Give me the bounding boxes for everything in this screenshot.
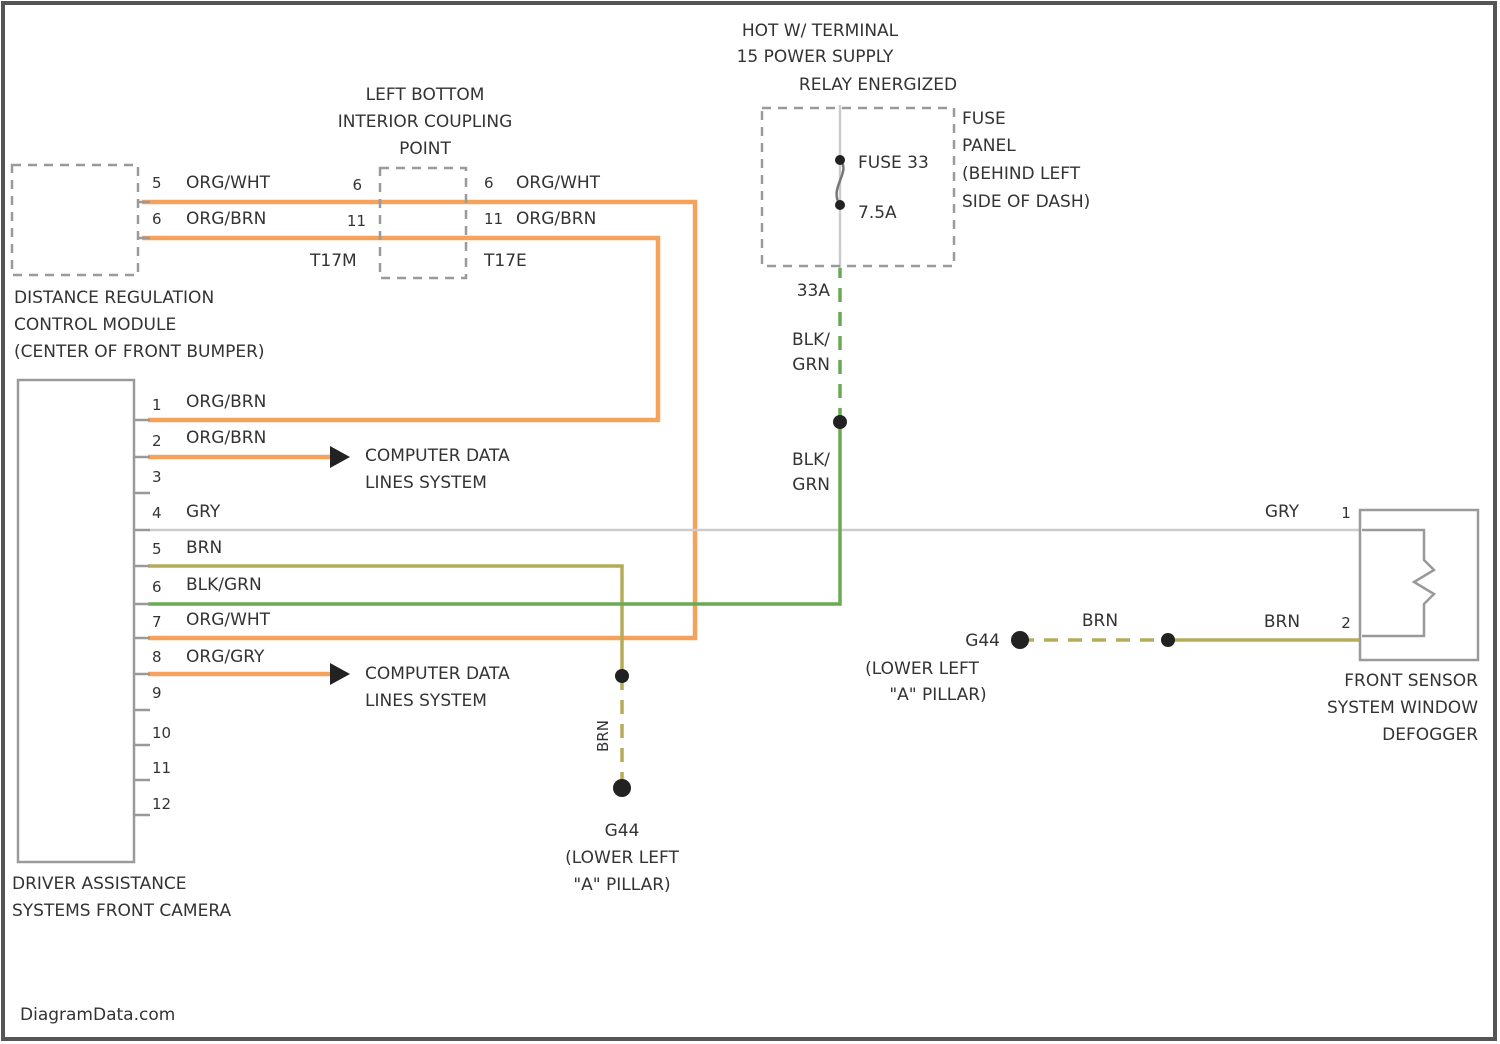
coupling-label-1: LEFT BOTTOM	[366, 85, 485, 105]
camera-wire-2: ORG/BRN	[186, 428, 266, 448]
camera-pin-9: 9	[152, 684, 162, 702]
hot-label-3: RELAY ENERGIZED	[799, 75, 957, 95]
distance-pin-6: 6	[152, 210, 162, 228]
ground-defog-point	[1011, 631, 1029, 649]
distance-module-box	[12, 165, 138, 275]
ground-camera-point	[613, 779, 631, 797]
defogger-wire-gry: GRY	[1265, 502, 1300, 522]
defogger-label-1: FRONT SENSOR	[1344, 671, 1478, 691]
fuse-panel-box	[762, 108, 954, 266]
coupling-box-left	[380, 168, 466, 278]
camera-pin-1: 1	[152, 396, 162, 414]
data-lines-1a: COMPUTER DATA	[365, 446, 510, 466]
defogger-label-2: SYSTEM WINDOW	[1327, 698, 1478, 718]
coupling-right-pin-11: 11	[484, 210, 503, 228]
fuse-panel-label-2: PANEL	[962, 136, 1016, 156]
data-lines-2a: COMPUTER DATA	[365, 664, 510, 684]
ground-defog-name: G44	[965, 631, 1000, 651]
hot-label-1: HOT W/ TERMINAL	[742, 21, 899, 41]
connector-left-id: T17M	[309, 251, 357, 271]
distance-wire-5: ORG/WHT	[186, 173, 271, 193]
camera-pin-3: 3	[152, 468, 162, 486]
camera-wire-8: ORG/GRY	[186, 647, 265, 667]
fuse-terminal: 33A	[797, 281, 831, 301]
data-lines-1b: LINES SYSTEM	[365, 473, 487, 493]
connector-right-id: T17E	[483, 251, 527, 271]
defog-mid-wire: BRN	[1082, 611, 1118, 631]
power-wire-1b: GRN	[792, 355, 830, 375]
fuse-name: FUSE 33	[858, 153, 929, 173]
distance-module-label-2: CONTROL MODULE	[14, 315, 176, 335]
defogger-wire-brn: BRN	[1264, 612, 1300, 632]
camera-pin-4: 4	[152, 504, 162, 522]
camera-pin-8: 8	[152, 648, 162, 666]
distance-wire-6: ORG/BRN	[186, 209, 266, 229]
power-wire-2b: GRN	[792, 475, 830, 495]
data-lines-arrow-2	[330, 663, 350, 685]
ground-camera-loc-2: "A" PILLAR)	[573, 875, 670, 895]
camera-wire-5: BRN	[186, 538, 222, 558]
fuse-panel-label-1: FUSE	[962, 109, 1006, 129]
camera-module-label-1: DRIVER ASSISTANCE	[12, 874, 187, 894]
camera-pin-2: 2	[152, 432, 162, 450]
coupling-right-pin-6: 6	[484, 174, 494, 192]
camera-pin-10: 10	[152, 724, 171, 742]
hot-label-2: 15 POWER SUPPLY	[737, 47, 894, 67]
camera-pin-6: 6	[152, 578, 162, 596]
distance-pin-5: 5	[152, 174, 162, 192]
camera-wire-7: ORG/WHT	[186, 610, 271, 630]
ground-defog-loc-2: "A" PILLAR)	[889, 685, 986, 705]
footer-watermark: DiagramData.com	[20, 1005, 175, 1025]
coupling-right-wire-6: ORG/WHT	[516, 173, 601, 193]
defogger-label-3: DEFOGGER	[1382, 725, 1478, 745]
defogger-pin-1: 1	[1341, 504, 1351, 522]
power-wire-1a: BLK/	[792, 330, 830, 350]
distance-module-label-3: (CENTER OF FRONT BUMPER)	[14, 342, 265, 362]
fuse-panel-label-3: (BEHIND LEFT	[962, 164, 1081, 184]
coupling-label-2: INTERIOR COUPLING	[338, 112, 513, 132]
camera-wire-4: GRY	[186, 502, 221, 522]
wires	[142, 105, 1360, 788]
data-lines-2b: LINES SYSTEM	[365, 691, 487, 711]
coupling-right-wire-11: ORG/BRN	[516, 209, 596, 229]
ground-camera-wire: BRN	[594, 720, 612, 752]
camera-pin-12: 12	[152, 795, 171, 813]
ground-defog-loc-1: (LOWER LEFT	[865, 659, 979, 679]
camera-pin-11: 11	[152, 759, 171, 777]
camera-module-box	[18, 380, 134, 862]
camera-wire-6: BLK/GRN	[186, 575, 262, 595]
fuse-rating: 7.5A	[858, 203, 897, 223]
defogger-element	[1362, 530, 1434, 636]
camera-module-label-2: SYSTEMS FRONT CAMERA	[12, 901, 231, 921]
defogger-pin-2: 2	[1341, 614, 1351, 632]
distance-module-label-1: DISTANCE REGULATION	[14, 288, 214, 308]
coupling-left-pin-11: 11	[347, 212, 366, 230]
ground-camera-loc-1: (LOWER LEFT	[565, 848, 679, 868]
camera-wire-1: ORG/BRN	[186, 392, 266, 412]
data-lines-arrow-1	[330, 446, 350, 468]
camera-pin-7: 7	[152, 613, 162, 631]
fuse-panel-label-4: SIDE OF DASH)	[962, 192, 1090, 212]
ground-camera-name: G44	[605, 821, 640, 841]
coupling-left-pin-6: 6	[352, 176, 362, 194]
power-wire-2a: BLK/	[792, 450, 830, 470]
camera-pin-5: 5	[152, 540, 162, 558]
coupling-label-3: POINT	[399, 139, 451, 159]
